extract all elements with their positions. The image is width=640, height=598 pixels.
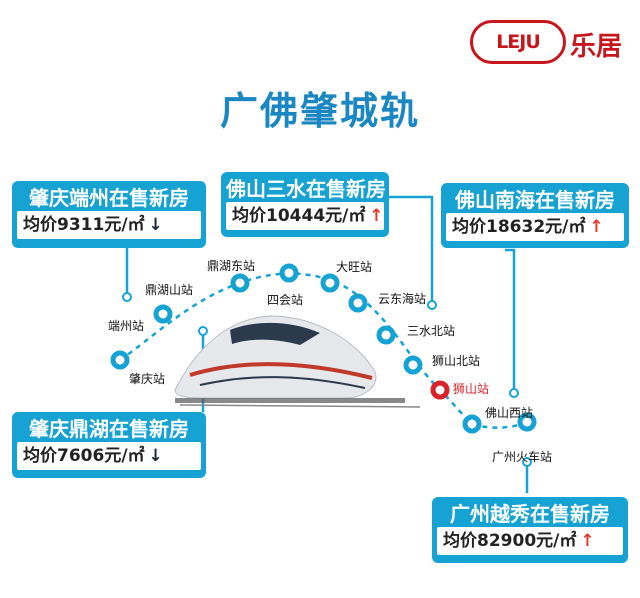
leju-logo: LEJU 乐居 — [470, 20, 622, 66]
up-arrow-icon: ↑ — [369, 206, 384, 226]
leju-logo-mark: LEJU — [470, 20, 566, 64]
price-text: 均价18632元/㎡ — [452, 217, 586, 237]
price-card-duanzhou: 肇庆端州在售新房 均价9311元/㎡↓ — [12, 181, 206, 248]
card-heading: 广州越秀在售新房 — [450, 502, 610, 526]
station-label: 狮山北站 — [432, 354, 481, 368]
station-label: 四会站 — [267, 293, 304, 307]
station-dot-sihui — [320, 273, 340, 293]
price-card-dinghu: 肇庆鼎湖在售新房 均价7606元/㎡↓ — [12, 412, 206, 478]
station-dot-dinghushan — [230, 273, 250, 293]
price-text: 均价10444元/㎡ — [232, 206, 366, 226]
station-label: 云东海站 — [378, 292, 427, 306]
station-label: 端州站 — [108, 319, 145, 333]
card-price: 均价7606元/㎡↓ — [17, 442, 201, 470]
connector-nanhai — [505, 248, 516, 393]
connector-dot-yuexiu — [522, 457, 532, 467]
card-heading: 佛山三水在售新房 — [226, 177, 386, 201]
station-dot-dinghudong — [279, 263, 299, 283]
connector-dot-sanshui — [427, 300, 437, 310]
station-dot-shishan — [430, 380, 450, 400]
station-dot-guangzhou — [517, 412, 537, 432]
up-arrow-icon: ↑ — [580, 531, 595, 551]
rail-track — [119, 272, 528, 429]
train-illustration — [174, 315, 421, 408]
card-heading: 佛山南海在售新房 — [455, 188, 615, 212]
station-dot-dawang — [348, 293, 368, 313]
station-label: 大旺站 — [336, 260, 373, 274]
station-label-highlight: 狮山站 — [453, 382, 490, 396]
station-dot-foshanxi — [462, 414, 482, 434]
station-label: 鼎湖东站 — [207, 259, 256, 273]
card-heading: 肇庆端州在售新房 — [29, 186, 189, 210]
down-arrow-icon: ↓ — [148, 215, 163, 235]
price-text: 均价82900元/㎡ — [443, 531, 577, 551]
connector-sanshui — [389, 195, 434, 305]
page-title: 广佛肇城轨 — [219, 89, 420, 133]
logo-text: 乐居 — [570, 32, 623, 62]
logo-mark-text: LEJU — [496, 31, 541, 53]
card-price: 均价18632元/㎡↑ — [446, 213, 624, 241]
station-label: 肇庆站 — [129, 372, 166, 386]
down-arrow-icon: ↓ — [148, 446, 163, 466]
connector-dot-dinghu — [198, 326, 208, 336]
price-card-nanhai: 佛山南海在售新房 均价18632元/㎡↑ — [441, 183, 629, 248]
station-dot-yundonghai — [376, 325, 396, 345]
station-label: 佛山西站 — [485, 406, 534, 420]
up-arrow-icon: ↑ — [589, 217, 604, 237]
station-dot-duanzhou — [153, 304, 173, 324]
station-dot-sanshuibei — [403, 355, 423, 375]
station-dot-zhaoqing — [110, 350, 130, 370]
price-card-yuexiu: 广州越秀在售新房 均价82900元/㎡↑ — [432, 497, 628, 563]
card-price: 均价9311元/㎡↓ — [17, 211, 201, 239]
card-price: 均价10444元/㎡↑ — [226, 202, 384, 230]
price-text: 均价7606元/㎡ — [23, 446, 145, 466]
card-price: 均价82900元/㎡↑ — [437, 527, 623, 555]
station-label: 鼎湖山站 — [145, 283, 194, 297]
station-label: 三水北站 — [407, 324, 456, 338]
connector-dot-nanhai — [509, 388, 519, 398]
card-heading: 肇庆鼎湖在售新房 — [29, 417, 189, 441]
price-card-sanshui: 佛山三水在售新房 均价10444元/㎡↑ — [221, 172, 389, 237]
station-label: 广州火车站 — [492, 450, 553, 464]
price-text: 均价9311元/㎡ — [23, 215, 145, 235]
connector-dot-duanzhou — [122, 292, 132, 302]
